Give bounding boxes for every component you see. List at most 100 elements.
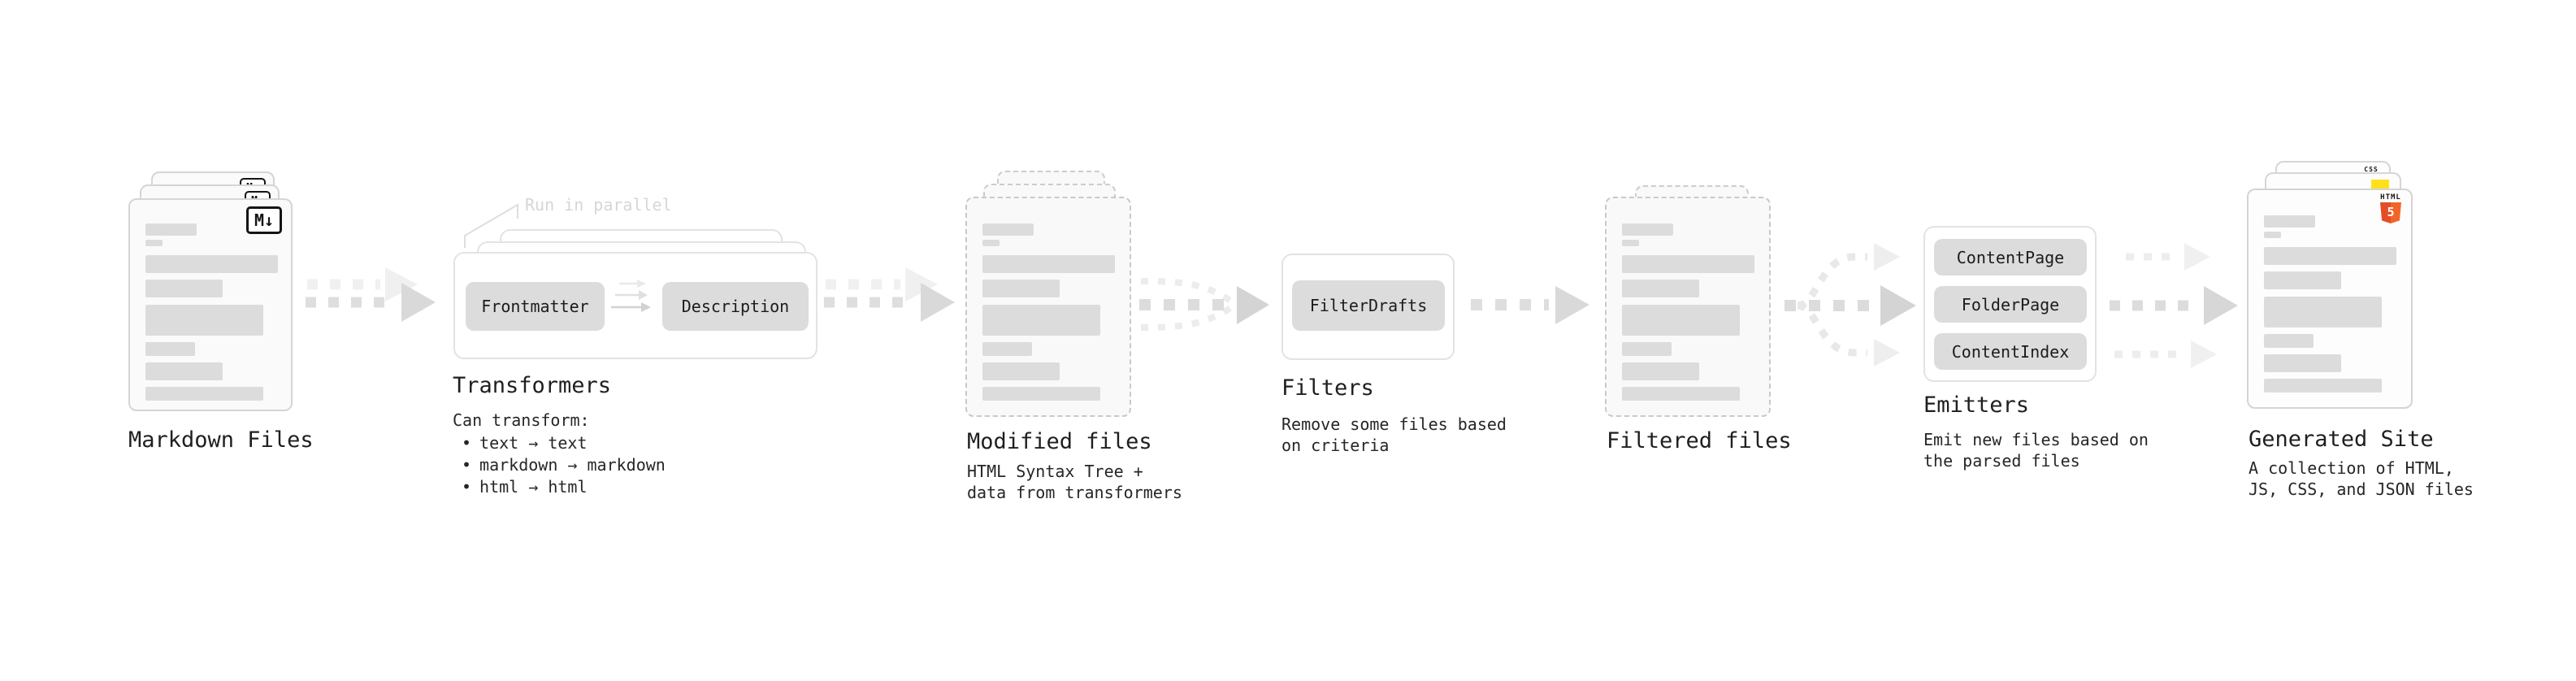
description-line: Remove some files based: [1281, 414, 1507, 434]
bullet-item: • markdown → markdown: [462, 454, 666, 476]
run-in-parallel-leader-line: [464, 203, 518, 248]
content-line: [145, 280, 223, 297]
bullet-glyph: •: [462, 455, 472, 475]
modified-file-front: [965, 197, 1131, 417]
stage-emitters: ContentPage FolderPage ContentIndex Emit…: [0, 0, 2149, 471]
file-content: [1607, 198, 1769, 401]
description-line: Emit new files based on: [1923, 430, 2149, 449]
js-badge: [2371, 180, 2389, 189]
content-line: [982, 240, 1000, 246]
content-line: [1622, 223, 1673, 236]
filters-description: Remove some files based on criteria: [1281, 414, 1507, 456]
stage-label-markdown-files: Markdown Files: [128, 427, 314, 453]
html5-badge: HTML 5: [2379, 193, 2403, 223]
bullet-text: markdown → markdown: [479, 455, 666, 475]
content-line: [2264, 354, 2341, 372]
pill-folderpage: FolderPage: [1934, 286, 2087, 323]
content-line: [2264, 271, 2341, 289]
bullet-glyph: •: [462, 433, 472, 453]
stage-label-emitters: Emitters: [1923, 393, 2030, 418]
stage-label-filtered-files: Filtered files: [1607, 428, 1792, 453]
content-line: [982, 342, 1032, 356]
modified-files-description: HTML Syntax Tree + data from transformer…: [967, 461, 1182, 503]
markdown-badge: M↓: [246, 206, 282, 234]
file-content: [967, 198, 1130, 401]
run-in-parallel-annotation: Run in parallel: [525, 195, 672, 215]
file-content: [130, 200, 291, 401]
content-line: [2264, 232, 2281, 238]
arrow-markdown-to-transformers: [306, 267, 436, 322]
css-badge-label: CSS: [2364, 166, 2379, 173]
description-line: on criteria: [1281, 436, 1390, 455]
generated-site-description: A collection of HTML, JS, CSS, and JSON …: [2249, 458, 2474, 500]
stage-modified-files: Modified files HTML Syntax Tree + data f…: [0, 0, 1182, 502]
generated-file-html: HTML 5: [2247, 189, 2413, 409]
stage-label-transformers: Transformers: [453, 373, 612, 398]
bullet-glyph: •: [462, 477, 472, 497]
description-line: the parsed files: [1923, 451, 2080, 471]
stage-markdown-files: M↓ M↓ M↓ Markdown Files: [0, 0, 314, 453]
arrow-filters-to-filtered: [1471, 286, 1589, 324]
content-line: [982, 362, 1060, 380]
content-line: [2264, 297, 2382, 327]
emitters-box: ContentPage FolderPage ContentIndex: [1923, 226, 2097, 382]
content-line: [145, 223, 197, 236]
file-content: [2249, 190, 2411, 393]
arrow-transformers-to-modified: [824, 267, 955, 322]
bullet-text: text → text: [479, 433, 588, 453]
content-line: [145, 305, 263, 336]
stage-label-modified-files: Modified files: [967, 429, 1152, 454]
arrow-filtered-to-emitters: [1785, 243, 1916, 367]
pill-contentpage: ContentPage: [1934, 239, 2087, 275]
pill-filterdrafts: FilterDrafts: [1292, 280, 1445, 331]
stage-label-filters: Filters: [1281, 375, 1374, 401]
content-line: [982, 223, 1034, 236]
stage-filters: FilterDrafts Filters Remove some files b…: [0, 0, 1507, 455]
markdown-file-front: M↓: [128, 198, 293, 411]
arrow-modified-to-filters: [1139, 278, 1269, 331]
stage-filtered-files: Filtered files: [0, 0, 1792, 453]
content-line: [145, 255, 278, 273]
content-line: [145, 342, 195, 356]
content-line: [1622, 387, 1740, 401]
html5-shield-icon: 5: [2380, 202, 2401, 223]
transformers-note-title: Can transform:: [453, 410, 590, 430]
content-line: [2264, 334, 2314, 348]
pill-contentindex: ContentIndex: [1934, 333, 2087, 370]
description-line: A collection of HTML,: [2249, 458, 2454, 478]
content-line: [2264, 215, 2315, 228]
content-line: [982, 387, 1100, 401]
filtered-file-front: [1605, 197, 1771, 417]
content-line: [1622, 240, 1639, 246]
bullet-text: html → html: [479, 477, 588, 497]
bullet-item: • text → text: [462, 432, 666, 454]
content-line: [145, 240, 163, 246]
stage-label-generated-site: Generated Site: [2249, 427, 2434, 452]
content-line: [145, 387, 263, 401]
parallel-arrows-icon: [611, 280, 651, 312]
arrow-emitters-to-generated: [2110, 243, 2238, 368]
content-line: [1622, 255, 1754, 273]
stage-generated-site: CSS HTML 5 Generated Site: [0, 0, 2474, 499]
content-line: [145, 362, 223, 380]
description-line: data from transformers: [967, 483, 1182, 502]
content-line: [982, 280, 1060, 297]
bullet-item: • html → html: [462, 476, 666, 498]
content-line: [1622, 342, 1672, 356]
emitters-description: Emit new files based on the parsed files: [1923, 429, 2149, 471]
transformers-bullet-list: • text → text • markdown → markdown • html …: [462, 432, 666, 498]
description-line: JS, CSS, and JSON files: [2249, 479, 2474, 499]
content-line: [982, 255, 1115, 273]
content-line: [1622, 362, 1699, 380]
content-line: [982, 305, 1100, 336]
html5-badge-label: HTML: [2380, 193, 2401, 202]
pill-description: Description: [662, 282, 809, 331]
transformer-box-front: Frontmatter Description: [453, 252, 817, 359]
content-line: [1622, 305, 1740, 336]
content-line: [2264, 379, 2382, 393]
pill-frontmatter: Frontmatter: [466, 282, 605, 331]
description-line: HTML Syntax Tree +: [967, 462, 1143, 481]
stage-transformers: Run in parallel Frontmatter Description …: [0, 0, 817, 497]
